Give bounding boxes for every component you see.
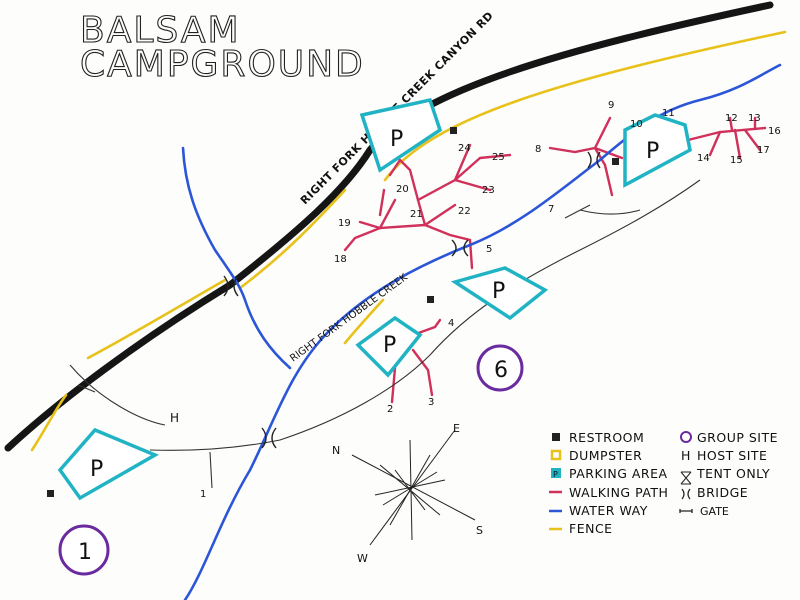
parking-label-2: P [646,139,659,164]
site-number: 2 [387,404,393,415]
group-site-6-label: 6 [494,358,508,383]
legend-parking: PARKING AREA [569,466,668,481]
site-number: 20 [396,184,409,195]
site-number: 19 [338,218,351,229]
group-site-1 [58,524,110,576]
parking-areas: P P P P P [57,97,692,501]
restrooms [47,127,619,497]
compass-n: N [332,444,340,457]
legend-walking-path: WALKING PATH [569,485,668,500]
host-site-marker: H [170,411,179,425]
legend-tent-only: TENT ONLY [696,466,770,481]
legend-restroom: RESTROOM [569,430,644,445]
group-site-6 [476,344,524,392]
legend-tent-icon [680,471,692,485]
legend-gate: GATE [700,505,729,518]
site-number: 15 [730,155,743,166]
legend-water-way: WATER WAY [569,503,648,518]
site-number: 25 [492,152,505,163]
compass-w: W [357,552,368,565]
legend-group-site: GROUP SITE [697,430,778,445]
parking-area-east [623,113,692,188]
site-number: 14 [697,153,710,164]
compass-rose [351,429,476,546]
compass-e: E [453,422,460,435]
legend: RESTROOM DUMPSTER P PARKING AREA WALKING… [549,430,778,536]
site-number: 8 [535,144,541,155]
site-number: 4 [448,318,454,329]
site-number: 1 [200,489,206,500]
restroom-icon [427,296,434,303]
bridges [223,151,601,449]
site-number: 16 [768,126,781,137]
site-number: 13 [748,113,761,124]
site-number: 22 [458,206,471,217]
title-line-2: CAMPGROUND [80,44,365,85]
legend-parking-swatch-letter: P [553,470,558,479]
walking-paths [343,116,767,404]
site-number: 17 [757,145,770,156]
legend-bridge: BRIDGE [697,485,748,500]
site-number: 12 [725,113,738,124]
compass-s: S [476,524,483,537]
parking-area-south [355,315,423,378]
site-number: 10 [630,119,643,130]
legend-host-site: HOST SITE [697,448,767,463]
site-number: 11 [662,108,675,119]
site-number: 5 [486,244,492,255]
site-number: 18 [334,254,347,265]
legend-host-symbol: H [681,448,691,463]
fence-lines [30,30,787,452]
parking-label-3: P [492,279,505,304]
parking-label-4: P [383,333,396,358]
legend-restroom-swatch [552,433,560,441]
trails [69,179,701,489]
parking-label-1: P [390,127,403,152]
site-numbers: 1 2 3 4 5 7 8 9 10 11 12 13 14 15 16 17 … [200,100,781,500]
group-site-1-label: 1 [78,540,92,565]
site-number: 24 [458,143,471,154]
water-way [181,63,782,600]
parking-area-center [450,266,549,321]
site-number: 23 [482,185,495,196]
legend-parking-swatch [551,468,561,478]
restroom-icon [47,490,54,497]
restroom-icon [450,127,457,134]
site-number: 21 [410,209,423,220]
parking-area-entrance [359,97,443,173]
canyon-road [4,1,774,452]
site-number: 7 [548,204,554,215]
site-number: 9 [608,100,614,111]
site-number: 3 [428,397,434,408]
parking-label-5: P [90,457,103,482]
legend-group-swatch [680,431,692,443]
legend-dumpster: DUMPSTER [569,448,642,463]
title-line-1: BALSAM [80,10,241,51]
legend-gate-icon [679,509,693,513]
restroom-icon [612,158,619,165]
legend-fence: FENCE [569,521,613,536]
legend-dumpster-swatch [550,449,562,461]
legend-bridge-icon [681,488,691,500]
parking-area-west [57,427,159,501]
